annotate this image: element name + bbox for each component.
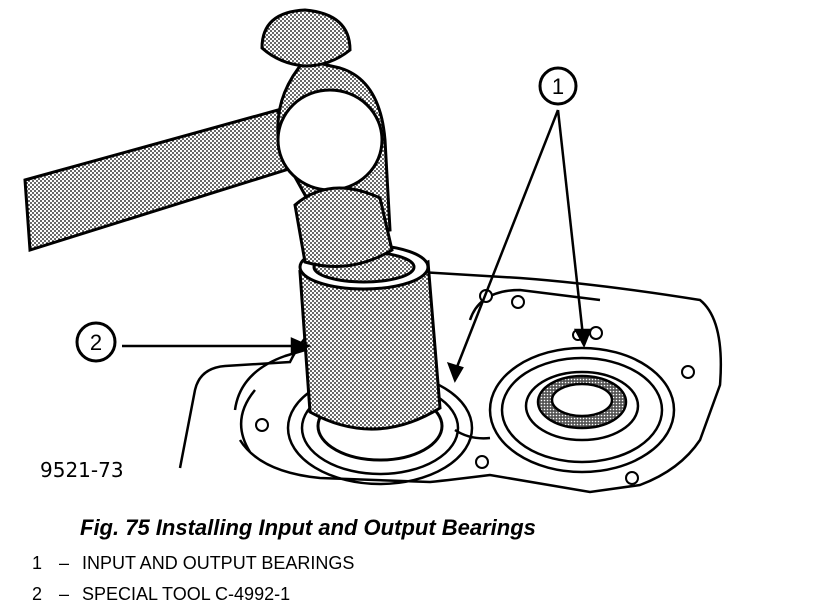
callout-2-label: 2 xyxy=(90,330,102,355)
legend-item-1: 1–INPUT AND OUTPUT BEARINGS xyxy=(32,553,354,574)
callout-1: 1 xyxy=(538,66,578,106)
figure-code: 9521-73 xyxy=(40,458,124,482)
legend-item-2: 2–SPECIAL TOOL C-4992-1 xyxy=(32,584,290,605)
leader-lines xyxy=(122,109,592,383)
special-tool xyxy=(298,243,442,431)
figure-caption: Fig. 75 Installing Input and Output Bear… xyxy=(80,515,536,540)
installation-diagram: 1 2 xyxy=(23,8,723,494)
legend-item-2-num: 2 xyxy=(32,584,43,604)
legend-item-2-sep: – xyxy=(58,584,69,604)
legend-item-1-text: INPUT AND OUTPUT BEARINGS xyxy=(82,553,355,573)
legend-item-1-num: 1 xyxy=(32,553,43,573)
hammer xyxy=(23,8,394,268)
legend-item-2-text: SPECIAL TOOL C-4992-1 xyxy=(82,584,291,604)
callout-2: 2 xyxy=(75,321,117,363)
bolt-holes xyxy=(255,289,695,485)
output-bearing xyxy=(488,346,676,474)
callout-1-label: 1 xyxy=(552,74,564,99)
legend-item-1-sep: – xyxy=(58,553,69,573)
